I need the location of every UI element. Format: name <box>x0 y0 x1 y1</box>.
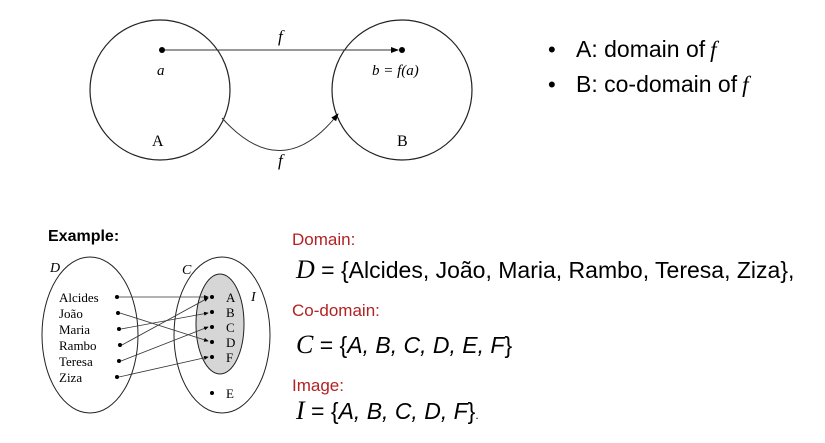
codomain-set-name: C <box>182 263 192 278</box>
domain-dot <box>117 359 121 363</box>
codomain-item: F <box>226 350 233 365</box>
domain-item: Ziza <box>59 370 82 385</box>
codomain-definition: C = {A, B, C, D, E, F} <box>296 330 512 360</box>
domain-dot <box>116 311 120 315</box>
mapping-arrow <box>118 355 209 378</box>
domain-dot <box>115 375 119 379</box>
codomain-elements: A, B, C, D, E, F <box>347 332 505 358</box>
domain-item: Rambo <box>59 338 97 353</box>
element-b-dot <box>399 47 405 53</box>
function-mapping-diagram: a b = f(a) f f A B <box>89 19 473 170</box>
codomain-item: A <box>226 290 236 305</box>
example-label: Example: <box>48 228 120 245</box>
mapping-arrow <box>121 297 209 346</box>
bullet-codomain: • B: co-domain of f <box>548 67 748 102</box>
codomain-dot <box>210 295 214 299</box>
domain-dot <box>118 343 122 347</box>
domain-rhs: = {Alcides, João, Maria, Rambo, Teresa, … <box>314 257 795 283</box>
mapping-arrow <box>120 311 209 330</box>
codomain-dot <box>210 325 214 329</box>
domain-item: Maria <box>59 322 90 337</box>
bullet-dot-icon: • <box>548 72 556 97</box>
example-mapping-diagram: D C I Alcides João Maria Rambo Teresa Zi… <box>41 256 271 414</box>
domain-definition: D = {Alcides, João, Maria, Rambo, Teresa… <box>296 255 794 285</box>
bullet-list: • A: domain of f • B: co-domain of f <box>548 32 748 102</box>
mapping-arrow <box>120 326 209 362</box>
codomain-ellipse <box>173 256 271 414</box>
codomain-dot <box>210 391 214 395</box>
set-b-circle <box>331 19 473 161</box>
set-b-name: B <box>397 133 408 150</box>
domain-item: Teresa <box>59 354 93 369</box>
domain-set-name: D <box>49 261 60 276</box>
mapping-arrow <box>119 312 209 342</box>
image-heading: Image: <box>292 376 344 395</box>
domain-item: João <box>59 306 83 321</box>
codomain-dot <box>210 340 214 344</box>
codomain-item: E <box>226 386 234 401</box>
image-definition: I = {A, B, C, D, F}. <box>296 396 479 426</box>
codomain-close: } <box>504 332 513 358</box>
image-set-name: I <box>250 290 257 305</box>
domain-symbol: D <box>296 255 315 284</box>
image-elements: A, B, C, D, F <box>338 398 468 424</box>
set-a-circle <box>89 19 231 161</box>
domain-item: Alcides <box>59 290 99 305</box>
element-a-dot <box>159 47 165 53</box>
image-region <box>195 273 245 375</box>
bullet-var: f <box>742 72 749 97</box>
codomain-dot <box>210 310 214 314</box>
image-trailing: . <box>475 408 479 422</box>
arrow-label-bottom: f <box>278 151 285 170</box>
codomain-item: D <box>226 335 235 350</box>
codomain-item: C <box>226 320 235 335</box>
domain-heading: Domain: <box>292 230 356 249</box>
bullet-text: A: domain of <box>576 36 706 62</box>
codomain-dot <box>210 355 214 359</box>
element-b-label: b = f(a) <box>372 63 419 79</box>
bullet-var: f <box>710 37 717 62</box>
codomain-open: = { <box>313 332 348 358</box>
codomain-item: B <box>226 305 235 320</box>
domain-dot <box>117 327 121 331</box>
bullet-dot-icon: • <box>548 37 556 62</box>
domain-ellipse <box>41 256 139 414</box>
image-close: } <box>467 398 476 424</box>
codomain-heading: Co-domain: <box>292 301 380 320</box>
mapping-arrow-curved <box>221 113 339 151</box>
arrow-label-top: f <box>278 27 285 46</box>
element-a-label: a <box>157 63 165 79</box>
image-open: = { <box>304 398 339 424</box>
bullet-text: B: co-domain of <box>576 71 738 97</box>
set-a-name: A <box>152 133 164 150</box>
codomain-symbol: C <box>296 330 314 359</box>
image-symbol: I <box>296 396 305 425</box>
bullet-domain: • A: domain of f <box>548 32 748 67</box>
domain-dot <box>115 295 119 299</box>
